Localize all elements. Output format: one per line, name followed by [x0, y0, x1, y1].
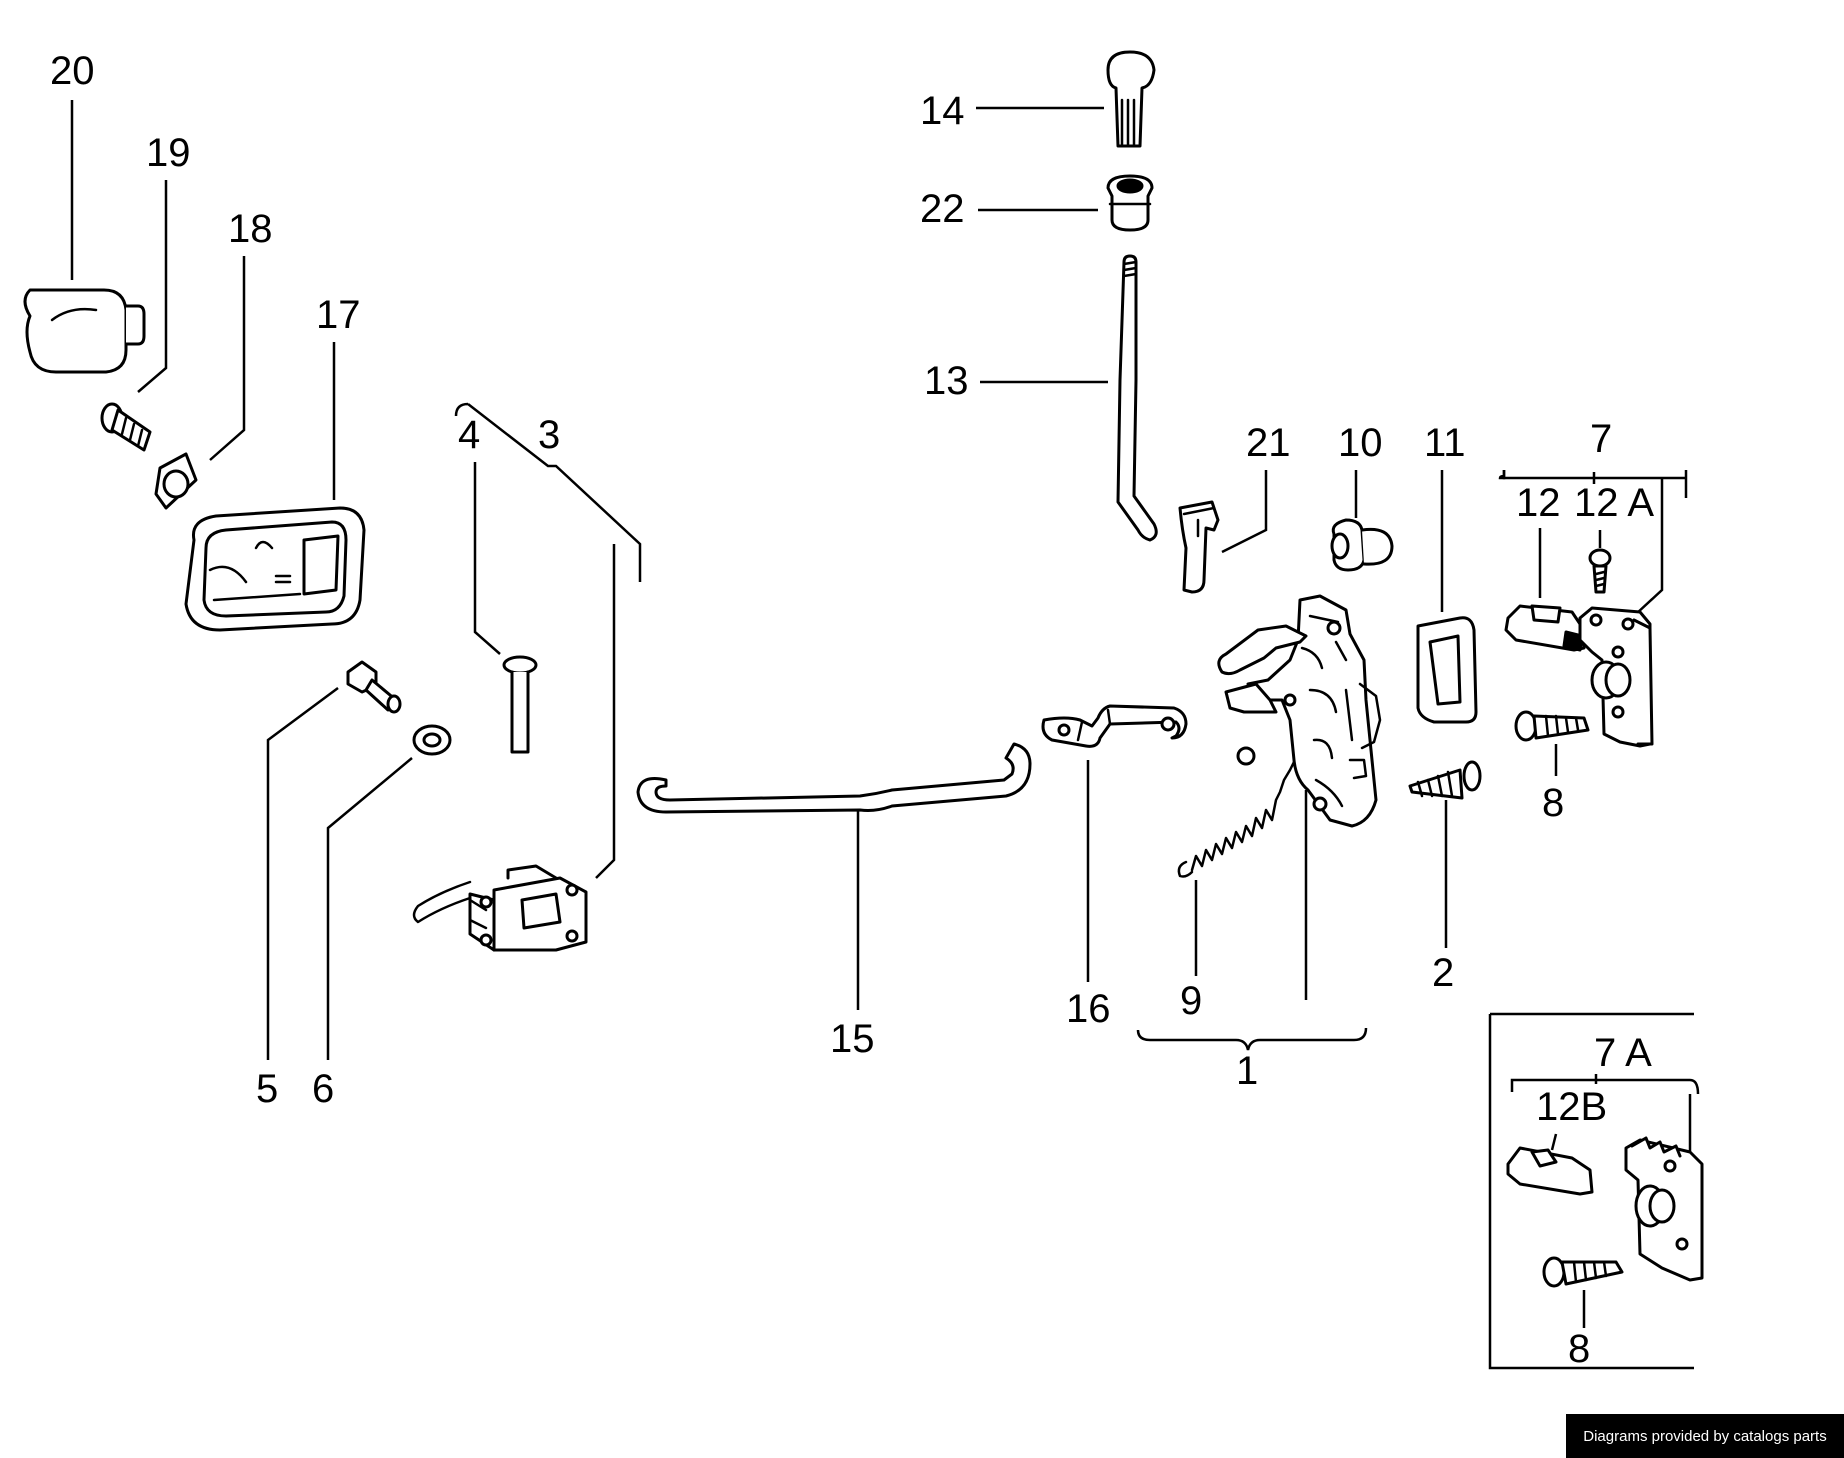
part-12b-striker-block — [1506, 1146, 1594, 1196]
callout-12a: 12 A — [1574, 481, 1654, 525]
part-18-clip — [154, 452, 198, 510]
part-12-striker-block — [1504, 604, 1586, 652]
callout-18: 18 — [228, 207, 273, 251]
part-11-seal — [1416, 616, 1478, 724]
part-5-bolt — [346, 660, 402, 714]
part-12a-screw — [1588, 548, 1612, 594]
callout-19: 19 — [146, 131, 191, 175]
part-1-lock-assembly — [1217, 594, 1382, 828]
part-16-bellcrank — [1041, 704, 1188, 748]
callout-8b: 8 — [1568, 1327, 1590, 1371]
callout-4: 4 — [458, 413, 480, 457]
callout-5: 5 — [256, 1067, 278, 1111]
callout-1: 1 — [1236, 1049, 1258, 1093]
part-2-screw — [1408, 760, 1482, 800]
part-14-lock-knob — [1106, 50, 1156, 148]
part-4-hinge-pin — [502, 655, 538, 754]
part-7a-striker-plate — [1624, 1136, 1704, 1282]
part-9-spring — [1177, 746, 1296, 878]
part-7-striker-plate — [1578, 606, 1654, 748]
part-8-screw — [1514, 710, 1590, 742]
callout-7a: 7 A — [1594, 1031, 1652, 1075]
callout-14: 14 — [920, 89, 965, 133]
callout-21: 21 — [1246, 421, 1291, 465]
callout-17: 17 — [316, 293, 361, 337]
callout-3: 3 — [538, 413, 560, 457]
callout-12b: 12B — [1536, 1085, 1607, 1129]
callout-11: 11 — [1424, 421, 1466, 465]
part-15-remote-rod — [636, 742, 1032, 814]
part-19-screw — [100, 402, 152, 452]
callout-9: 9 — [1180, 979, 1202, 1023]
callout-20: 20 — [50, 49, 95, 93]
diagram-credit-banner: Diagrams provided by catalogs parts — [1566, 1414, 1844, 1458]
callout-12: 12 — [1516, 481, 1561, 525]
part-21-rod-clip — [1178, 500, 1220, 594]
callout-15: 15 — [830, 1017, 875, 1061]
callout-6: 6 — [312, 1067, 334, 1111]
part-10-bushing — [1330, 518, 1394, 572]
part-3-door-check-strap — [412, 864, 588, 952]
part-13-lock-rod — [1116, 254, 1158, 542]
callout-22: 22 — [920, 187, 965, 231]
callout-2: 2 — [1432, 951, 1454, 995]
part-20-handle-cap — [23, 288, 146, 374]
callout-13: 13 — [924, 359, 969, 403]
diagram-credit-text: Diagrams provided by catalogs parts — [1583, 1427, 1827, 1445]
callout-8: 8 — [1542, 781, 1564, 825]
leader-lines — [70, 100, 1700, 1370]
part-6-washer — [412, 724, 452, 756]
callout-16: 16 — [1066, 987, 1111, 1031]
callout-7: 7 — [1590, 417, 1612, 461]
callout-10: 10 — [1338, 421, 1383, 465]
part-8-screw-7a-set — [1542, 1256, 1624, 1288]
part-22-grommet — [1106, 174, 1154, 232]
part-17-handle-escutcheon — [184, 506, 366, 632]
